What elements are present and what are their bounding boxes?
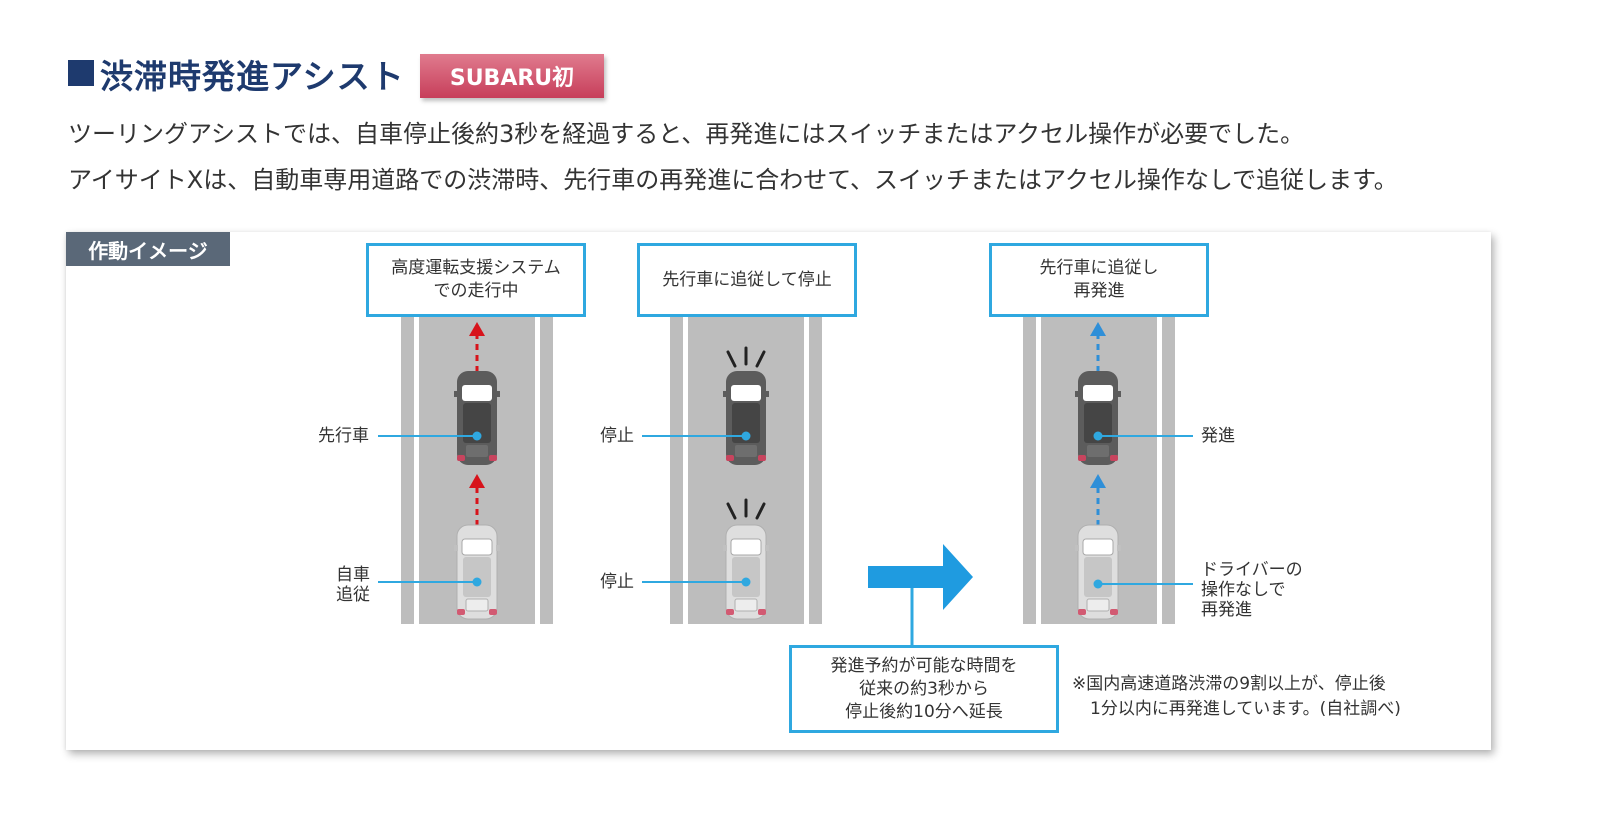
footnote: ※国内高速道路渋滞の9割以上が、停止後 1分以内に再発進しています。(自社調べ) [1072,672,1401,722]
scene-3-caption: 先行車に追従し 再発進 [989,243,1209,317]
callout-line-3: 停止後約10分へ延長 [845,701,1003,722]
blue-dashed-arrow-icon [1090,474,1106,526]
blue-dashed-arrow-icon [1090,322,1106,372]
stop-flash-icon [726,498,766,520]
title-square-icon [68,60,94,86]
stop-label-rear: 停止 [600,572,634,592]
stop-label-front: 停止 [600,426,634,446]
scene-2-caption: 先行車に追従して停止 [637,243,857,317]
own-car-label-line-2: 追従 [336,585,370,605]
leader-dot-icon [472,431,1103,589]
stop-flash-icon [726,346,766,368]
restart-label-line-3: 再発進 [1201,600,1252,620]
scene-1-caption-line-2: での走行中 [433,281,519,301]
lead-car-icon [454,371,500,465]
panel-label: 作動イメージ [66,232,230,266]
restart-label-line-1: ドライバーの [1201,560,1303,580]
own-car-label-line-1: 自車 [336,565,370,585]
scene-1-caption-line-1: 高度運転支援システム [391,258,561,278]
scene-2-caption-text: 先行車に追従して停止 [662,269,832,290]
restart-label-line-2: 操作なしで [1201,580,1286,600]
lead-car-icon [723,371,769,465]
own-car-label: 自車 追従 [336,565,370,605]
own-car-icon [1074,524,1122,620]
start-label: 発進 [1201,426,1235,446]
intro-line-2: アイサイトXは、自動車専用道路での渋滞時、先行車の再発進に合わせて、スイッチまた… [68,166,1398,194]
lead-car-icon [1075,371,1121,465]
restart-label: ドライバーの 操作なしで 再発進 [1201,560,1303,620]
callout-box: 発進予約が可能な時間を 従来の約3秒から 停止後約10分へ延長 [789,645,1059,733]
red-dashed-arrow-icon [469,474,485,526]
page-title: 渋滞時発進アシスト [100,57,405,96]
scene-3-caption-line-1: 先行車に追従し [1039,258,1159,278]
footnote-line-2: 1分以内に再発進しています。(自社調べ) [1090,699,1401,719]
scene-1-caption: 高度運転支援システム での走行中 [366,243,586,317]
own-car-icon [722,524,770,620]
scene-3-caption-line-2: 再発進 [1073,281,1125,301]
intro-line-1: ツーリングアシストでは、自車停止後約3秒を経過すると、再発進にはスイッチまたはア… [68,120,1305,148]
transition-arrow-icon [868,544,973,610]
leader-line [378,435,1193,585]
callout-line-2: 従来の約3秒から [859,678,989,699]
lead-car-label: 先行車 [318,426,369,446]
callout-line-1: 発進予約が可能な時間を [830,655,1018,676]
red-dashed-arrow-icon [469,322,485,372]
footnote-line-1: ※国内高速道路渋滞の9割以上が、停止後 [1072,674,1386,694]
own-car-icon [453,524,501,620]
subaru-first-badge: SUBARU初 [420,54,604,98]
